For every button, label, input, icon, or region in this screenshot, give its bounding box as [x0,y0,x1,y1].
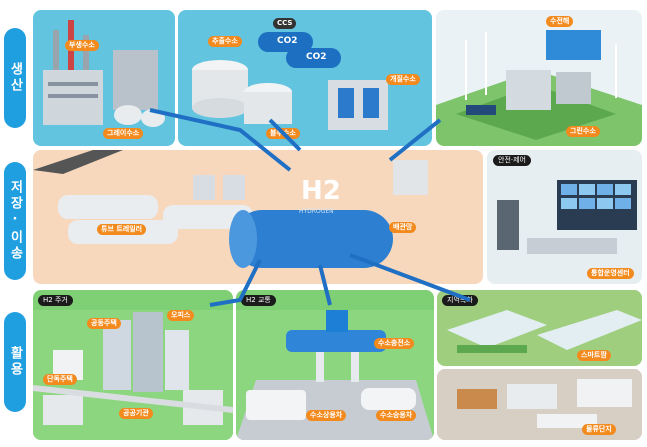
panel-h2-transport: H2 교통 수소충전소 수소상용차 수소승용차 [236,290,434,440]
category-production: 생산 [4,28,26,128]
label-pipeline: 배관망 [389,222,417,233]
label-green: 그린수소 [566,126,600,137]
label-detached: 단독주택 [43,374,77,385]
label-byproduct: 부생수소 [65,40,99,51]
label-station: 수소충전소 [374,338,415,349]
label-apartment: 공동주택 [87,318,121,329]
plant-illustration [192,32,388,130]
head-region: 지역특화 [442,295,478,306]
category-utilization: 활용 [4,312,26,412]
panel-grey-hydrogen: 부생수소 그레이수소 [33,10,175,146]
control-room-illustration [497,180,637,254]
category-storage: 저장·이송 [4,162,26,280]
panel-blue-hydrogen: 추출수소 CCS CO2 CO2 블루수소 개질수소 [178,10,432,146]
tank-hydrogen-text: HYDROGEN [299,208,334,215]
label-reforming: 개질수소 [386,74,420,85]
label-passenger-car: 수소승용차 [376,410,417,421]
head-safety-control: 안전·제어 [493,155,531,166]
co2-mark-1: CO2 [277,36,298,46]
label-grey: 그레이수소 [103,128,144,139]
panel-storage-transport: H2 HYDROGEN 튜브 트레일러 배관망 [33,150,483,284]
storage-illustration [33,150,428,268]
label-ccs: CCS [273,18,297,29]
category-utilization-label: 활용 [7,346,23,378]
panel-green-hydrogen: 수전해 그린수소 [436,10,642,146]
category-storage-label: 저장·이송 [7,180,23,262]
head-h2-housing: H2 주거 [38,295,73,306]
label-electrolysis: 수전해 [546,16,574,27]
head-h2-transport: H2 교통 [241,295,276,306]
label-integrated-center: 통합운영센터 [587,268,634,279]
panel-control-center: 안전·제어 통합운영센터 [487,150,642,284]
panel-logistics: 물류단지 [437,369,642,440]
tank-h2-mark: H2 [301,176,341,206]
label-office: 오피스 [167,310,195,321]
label-smartfarm: 스마트팜 [577,350,611,361]
label-logistics: 물류단지 [582,424,616,435]
label-tube-trailer: 튜브 트레일러 [97,224,147,235]
category-production-label: 생산 [7,62,23,94]
panel-region-smartfarm: 지역특화 스마트팜 [437,290,642,366]
panel-h2-housing: H2 주거 공동주택 오피스 단독주택 공공기관 [33,290,233,440]
label-commercial-vehicle: 수소상용차 [306,410,347,421]
co2-mark-2: CO2 [306,52,327,62]
label-extracted: 추출수소 [208,36,242,47]
label-public: 공공기관 [119,408,153,419]
